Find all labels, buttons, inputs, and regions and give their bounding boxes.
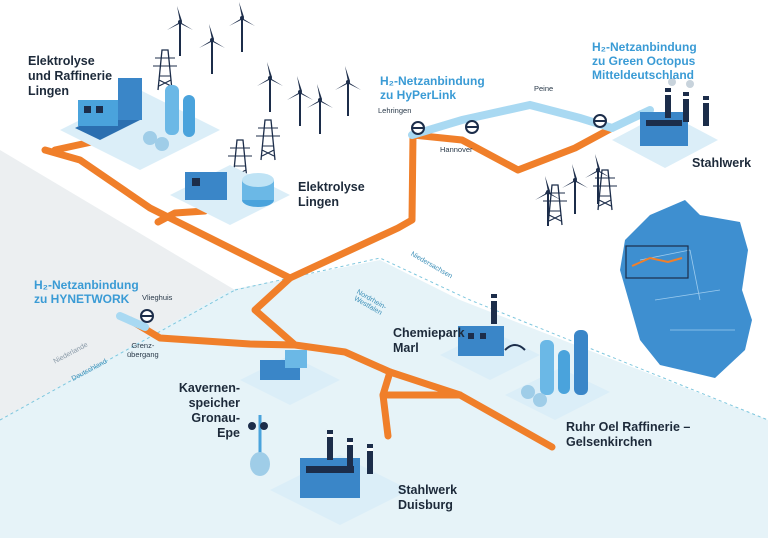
valve-lehringen	[411, 121, 425, 135]
cavern-storage-illustration	[240, 350, 340, 476]
label-line: Stahlwerk	[398, 483, 458, 497]
germany-map-inset	[620, 200, 752, 378]
label-hyperlink: H₂-Netzanbindung zu HyPerLink	[380, 74, 485, 102]
label-line: speicher	[188, 396, 240, 410]
label-line: Kavernen-	[178, 381, 240, 395]
label-line: Marl	[393, 341, 419, 355]
steelworks-duisburg-illustration	[270, 430, 410, 525]
netherlands-region	[0, 150, 235, 420]
label-line: übergang	[127, 350, 159, 359]
label-line: Mitteldeutschland	[592, 68, 695, 82]
label-line: und Raffinerie	[28, 69, 113, 83]
national-border	[0, 289, 236, 421]
label-line: Elektrolyse	[28, 54, 95, 68]
label-stahlwerk-duisburg: Stahlwerk Duisburg	[398, 483, 457, 513]
label-line: Lingen	[28, 84, 69, 98]
label-line: H₂-Netzanbindung	[34, 278, 139, 292]
label-stahlwerk: Stahlwerk	[692, 156, 752, 170]
valve-peine	[593, 114, 607, 128]
label-line: H₂-Netzanbindung	[592, 40, 697, 54]
place-peine: Peine	[534, 84, 554, 93]
label-chemiepark-marl: Chemiepark Marl	[393, 326, 465, 356]
label-line: Grenz-	[131, 341, 155, 350]
refinery-lingen-illustration	[60, 78, 220, 170]
label-elektrolyse-lingen: Elektrolyse Lingen	[298, 180, 365, 210]
chemiepark-marl-illustration	[440, 294, 540, 380]
valve-hannover	[465, 120, 479, 134]
steelworks-illustration	[612, 78, 718, 168]
ruhr-oel-refinery-illustration	[505, 330, 610, 420]
label-line: zu HYNETWORK	[34, 292, 130, 306]
label-line: Elektrolyse	[298, 180, 365, 194]
valve-vlieghuis	[140, 309, 154, 323]
niedersachsen-border	[234, 257, 768, 421]
label-green-octopus: H₂-Netzanbindung zu Green Octopus Mittel…	[592, 40, 697, 82]
label-line: Gronau-Epe	[191, 411, 240, 440]
label-line: H₂-Netzanbindung	[380, 74, 485, 88]
label-line: Gelsenkirchen	[566, 435, 653, 449]
label-line: Lingen	[298, 195, 339, 209]
label-hynetwork: H₂-Netzanbindung zu HYNETWORK	[34, 278, 139, 306]
place-grenzuebergang: Grenz- übergang	[127, 341, 159, 359]
wind-turbines-lingen	[166, 1, 362, 135]
label-line: Chemiepark	[393, 326, 465, 340]
label-kavernenspeicher: Kavernen- speicher Gronau-Epe	[170, 381, 240, 441]
place-lehringen: Lehringen	[378, 106, 412, 115]
label-line: zu HyPerLink	[380, 88, 457, 102]
electrolysis-lingen-illustration	[170, 165, 290, 225]
label-line: Duisburg	[398, 498, 453, 512]
label-elektrolyse-raffinerie-lingen: Elektrolyse und Raffinerie Lingen	[28, 54, 112, 99]
label-line: zu Green Octopus	[592, 54, 696, 68]
place-hannover: Hannover	[440, 145, 473, 154]
label-ruhr-oel: Ruhr Oel Raffinerie – Gelsenkirchen	[566, 420, 690, 450]
place-vlieghuis: Vlieghuis	[142, 293, 173, 302]
label-line: Ruhr Oel Raffinerie –	[566, 420, 691, 434]
